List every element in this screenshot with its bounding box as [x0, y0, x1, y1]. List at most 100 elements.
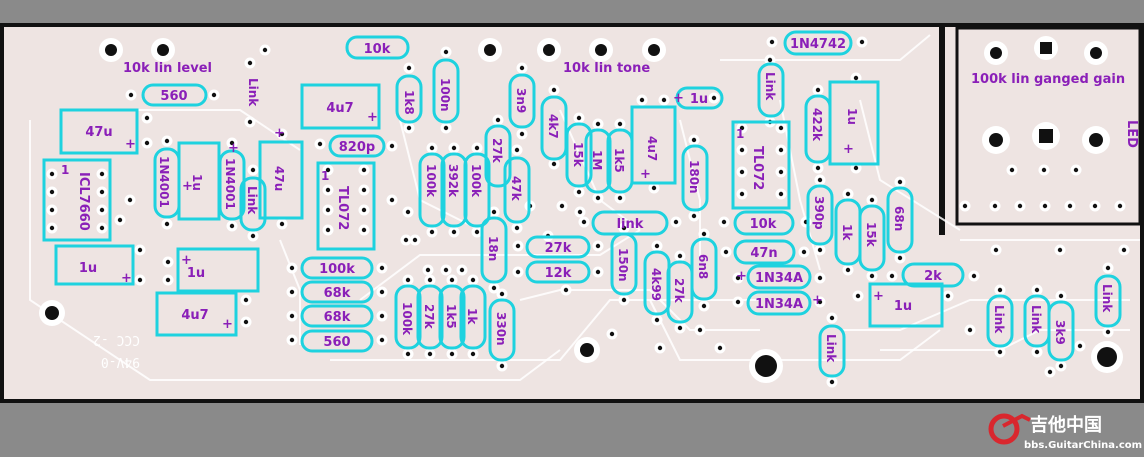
- r-27k-d-outline: [416, 284, 444, 350]
- c-4u7-tone-outline: [630, 105, 677, 185]
- pad-drill-hole: [459, 267, 465, 273]
- r-180n-label: 180n: [687, 160, 701, 194]
- pad-drill-hole: [677, 253, 683, 259]
- pad-drill-hole: [165, 277, 171, 283]
- c-100n-label: 100n: [438, 78, 452, 112]
- pad-drill-hole: [581, 219, 587, 225]
- r-68k-a-outline: [300, 280, 374, 304]
- pad-drill-hole: [595, 243, 601, 249]
- r-68k-a-label: 68k: [324, 286, 351, 301]
- d-1n34a-b-outline: [746, 290, 812, 316]
- pad-drill-hole: [229, 223, 235, 229]
- pad-drill-hole: [739, 169, 745, 175]
- pad-drill-hole: [778, 125, 784, 131]
- pad-drill-hole: [815, 165, 821, 171]
- pad-drill-hole: [701, 303, 707, 309]
- r-10k-mid-label: 10k: [750, 217, 777, 232]
- pad-drill-hole: [661, 97, 667, 103]
- c-1u-right-label: 1u: [845, 108, 859, 125]
- pad-drill-hole: [405, 351, 411, 357]
- pad-drill-hole: [443, 125, 449, 131]
- plus-mark: +: [843, 142, 854, 157]
- silkscreen-line-2: 94V-0: [101, 354, 140, 369]
- pad-drill-hole: [1105, 329, 1111, 335]
- r-10k-mid-outline: [733, 210, 795, 236]
- pad-drill-hole: [673, 219, 679, 225]
- c-4u7-bottom-label: 4u7: [181, 308, 208, 323]
- pad-drill-hole: [137, 277, 143, 283]
- link-2-outline: [239, 176, 267, 232]
- r-100k-a-label: 100k: [319, 262, 355, 277]
- d-1n4742-outline: [783, 30, 853, 56]
- link-3-outline: [757, 62, 785, 118]
- link-8-label: Link: [1100, 284, 1114, 313]
- c-4u7-top-outline: [300, 83, 381, 130]
- pad-drill-hole: [829, 315, 835, 321]
- guitar-logo-icon: [988, 413, 1020, 445]
- icl7660-label: ICL7660: [76, 172, 91, 231]
- pad-drill-hole: [1121, 247, 1127, 253]
- pad-drill-hole: [889, 273, 895, 279]
- r-15k-b-label: 15k: [864, 222, 878, 248]
- pad-drill-hole: [595, 269, 601, 275]
- pad-drill-hole: [389, 197, 395, 203]
- pad-drill-hole: [49, 171, 55, 177]
- r-15k-a-label: 15k: [571, 142, 585, 168]
- pad-drill-hole: [279, 131, 285, 137]
- pad-drill-hole: [853, 75, 859, 81]
- pad-drill-hole: [697, 327, 703, 333]
- r-560-bottom-outline: [300, 329, 374, 353]
- pad-drill-hole: [559, 203, 565, 209]
- d-1n4001-b-label: 1N4001: [223, 158, 237, 210]
- tl072-a-pin1-label: 1: [321, 169, 329, 183]
- pad-drill-hole: [595, 121, 601, 127]
- r-1m-outline: [584, 128, 612, 194]
- plus-mark: +: [274, 126, 285, 141]
- r-1k5-b-outline: [438, 284, 466, 350]
- component-labels: 10k 560 Link 4u7 1k8 100n 3n9 820p 47u 1…: [61, 37, 1114, 363]
- link-8-outline: [1094, 274, 1122, 328]
- silkscreen-line-1: CCC -2: [93, 332, 140, 347]
- r-47k-label: 47k: [509, 176, 523, 202]
- c-6n8-outline: [690, 237, 718, 301]
- pad-drill-hole: [515, 243, 521, 249]
- pad-drill-hole: [99, 225, 105, 231]
- pad-drill-hole: [801, 249, 807, 255]
- pad-drill-hole: [49, 225, 55, 231]
- c-47u-mid-label: 47u: [272, 166, 286, 191]
- c-330n-label: 330n: [494, 312, 508, 346]
- r-100k-d-label: 100k: [400, 302, 414, 336]
- pad-drill-hole: [576, 189, 582, 195]
- pad-drill-hole: [617, 121, 623, 127]
- pad-drill-hole: [778, 147, 784, 153]
- r-100k-b-label: 100k: [424, 164, 438, 198]
- pad-drill-hole: [691, 137, 697, 143]
- r-18n-label: 18n: [486, 236, 500, 261]
- pad-drill-hole: [992, 203, 998, 209]
- pad-drill-hole: [651, 185, 657, 191]
- pad-drill-hole: [514, 147, 520, 153]
- pad-drill-hole: [427, 277, 433, 283]
- pad-drill-hole: [289, 337, 295, 343]
- pad-drill-hole: [427, 351, 433, 357]
- pad-drill-hole: [451, 145, 457, 151]
- r-68k-b-label: 68k: [324, 310, 351, 325]
- pad-drill-hole: [164, 138, 170, 144]
- r-12k-outline: [525, 260, 591, 284]
- pad-drill-hole: [389, 143, 395, 149]
- pad-drill-hole: [853, 165, 859, 171]
- r-1k-bottom-outline: [459, 284, 487, 350]
- pad-drill-hole: [1092, 203, 1098, 209]
- c-68n-outline: [886, 186, 914, 254]
- r-15k-a-outline: [565, 122, 593, 188]
- pad-drill-hole: [49, 189, 55, 195]
- r-4k7-outline: [540, 95, 568, 161]
- pad-drill-hole: [474, 145, 480, 151]
- pad-drill-hole: [563, 287, 569, 293]
- pad-drill-hole: [845, 191, 851, 197]
- c-1u-mid-label: 1u: [187, 266, 205, 281]
- pad-drill-hole: [967, 327, 973, 333]
- pad-drill-hole: [405, 209, 411, 215]
- pad-drill-hole: [701, 231, 707, 237]
- pad-drill-hole: [739, 125, 745, 131]
